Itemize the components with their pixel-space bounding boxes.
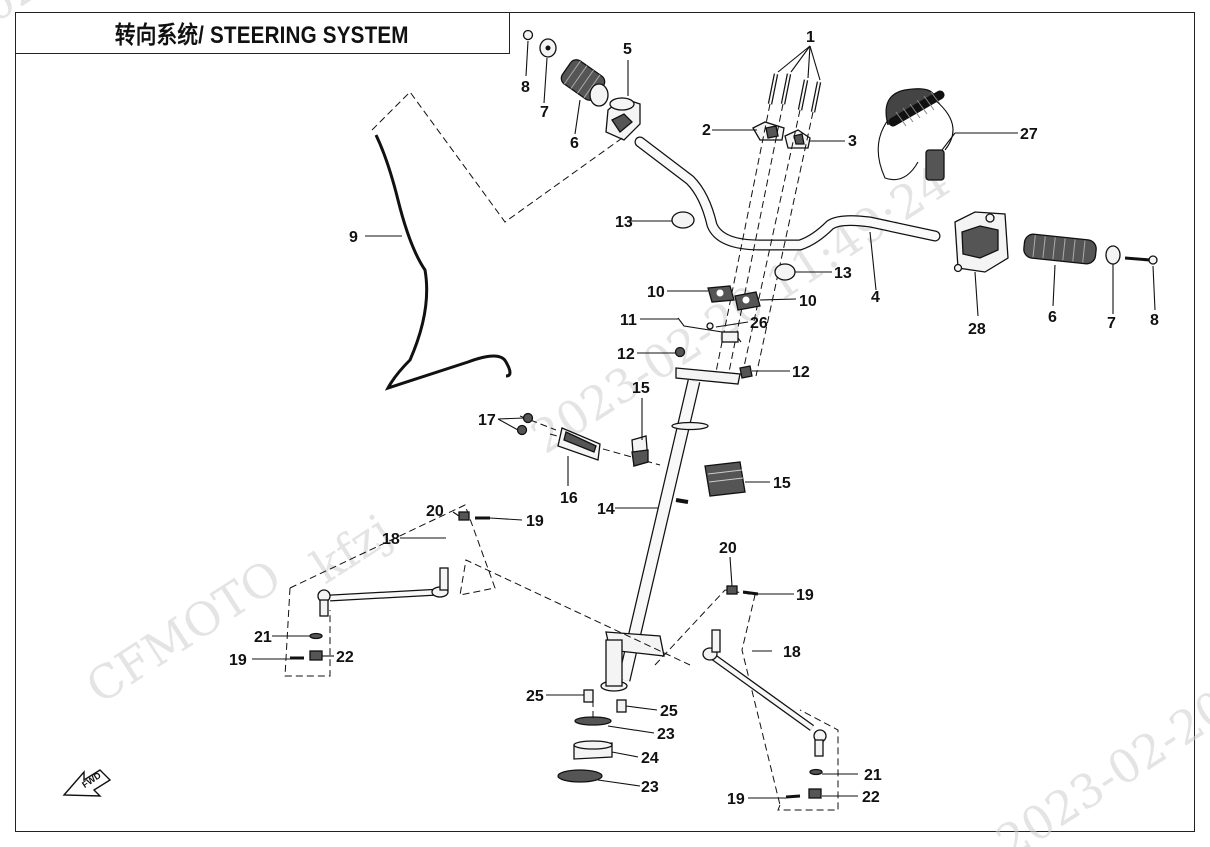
leader-lines [252,40,1156,799]
watermark-timestamp-top: 2023-02-20 11:49:24 [0,0,384,49]
bolt-25-left [583,689,594,703]
bolt-17-b [516,424,528,436]
grip-right [1023,233,1097,265]
bracket-plate [721,331,739,343]
callout-3: 3 [848,133,857,150]
callout-labels: 1 2 3 4 5 6 7 8 9 10 10 11 12 12 13 13 1… [229,29,1159,808]
steering-column [600,367,741,692]
callout-12-left: 12 [617,346,635,363]
callout-22-right: 22 [862,789,880,806]
callout-21-right: 21 [864,767,882,784]
switch-housing-right [953,211,1009,273]
fwd-arrow-icon: FWD [62,769,112,797]
callout-17: 17 [478,412,496,429]
callout-21-left: 21 [254,629,272,646]
callout-25-right: 25 [660,703,678,720]
throttle-housing [605,97,641,141]
callout-23-upper: 23 [657,726,675,743]
callout-8-right: 8 [1150,312,1159,329]
bearing-block-lower [704,461,746,497]
assembly-guide-lines [371,91,814,466]
bar-end-weight-right [1105,245,1121,265]
nut-12-right [739,365,753,379]
callout-13-upper: 13 [615,214,633,231]
bushing-upper [671,211,695,229]
callout-19-right-top: 19 [796,587,814,604]
callout-6-left: 6 [570,135,579,152]
handlebar [634,136,941,251]
callout-8-left: 8 [521,79,530,96]
bar-end-bolt-right [1124,255,1158,265]
callout-18-left: 18 [382,531,400,548]
callout-28: 28 [968,321,986,338]
callout-26: 26 [750,315,768,332]
callout-25-left: 25 [526,688,544,705]
bar-end-bolt-left [522,29,534,41]
grip-ring-left [589,83,609,107]
watermark-user: kfzj [302,504,401,595]
callout-23-lower: 23 [641,779,659,796]
callout-7-left: 7 [540,104,549,121]
lower-bearing-stack [557,689,627,783]
callout-2: 2 [702,122,711,139]
callout-11: 11 [620,312,637,329]
callout-7-right: 7 [1107,315,1116,332]
diagram-frame [15,12,1195,832]
screw-26 [706,322,714,330]
bushing-lower [774,263,796,281]
clamp-bolts [767,73,822,113]
callout-19-right-bottom: 19 [727,791,745,808]
callout-19-left-top: 19 [526,513,544,530]
callout-10-left: 10 [647,284,665,301]
callout-22-left: 22 [336,649,354,666]
tie-rod-right [654,585,839,811]
bolt-25-right [616,699,627,713]
callout-4: 4 [871,289,880,306]
callout-9: 9 [349,229,358,246]
bearing-block-upper [631,435,649,467]
watermark-date-corner: 2023-02-20 [987,679,1210,847]
callout-12-right: 12 [792,364,810,381]
callout-24: 24 [641,750,659,767]
callout-13-lower: 13 [834,265,852,282]
callout-15-upper: 15 [632,380,650,397]
left-grip-assembly [522,29,641,141]
callout-14: 14 [597,501,615,518]
callout-1: 1 [806,29,815,46]
nut-12-left [674,346,686,358]
brake-hose [374,134,512,391]
callout-20-right: 20 [719,540,737,557]
bolt-17-a [522,412,534,424]
callout-19-left-bottom: 19 [229,652,247,669]
right-grip-assembly [953,211,1158,273]
tie-rod-left [284,504,691,677]
callout-15-lower: 15 [773,475,791,492]
callout-5: 5 [623,41,632,58]
coiled-cable [877,88,954,181]
callout-6-right: 6 [1048,309,1057,326]
upper-clamps [752,73,822,149]
callout-10-right: 10 [799,293,817,310]
callout-27: 27 [1020,126,1038,143]
title-box: 转向系统/ STEERING SYSTEM [15,12,510,54]
callout-18-right: 18 [783,644,801,661]
callout-16: 16 [560,490,578,507]
page-title: 转向系统/ STEERING SYSTEM [115,22,409,49]
callout-20-left: 20 [426,503,444,520]
